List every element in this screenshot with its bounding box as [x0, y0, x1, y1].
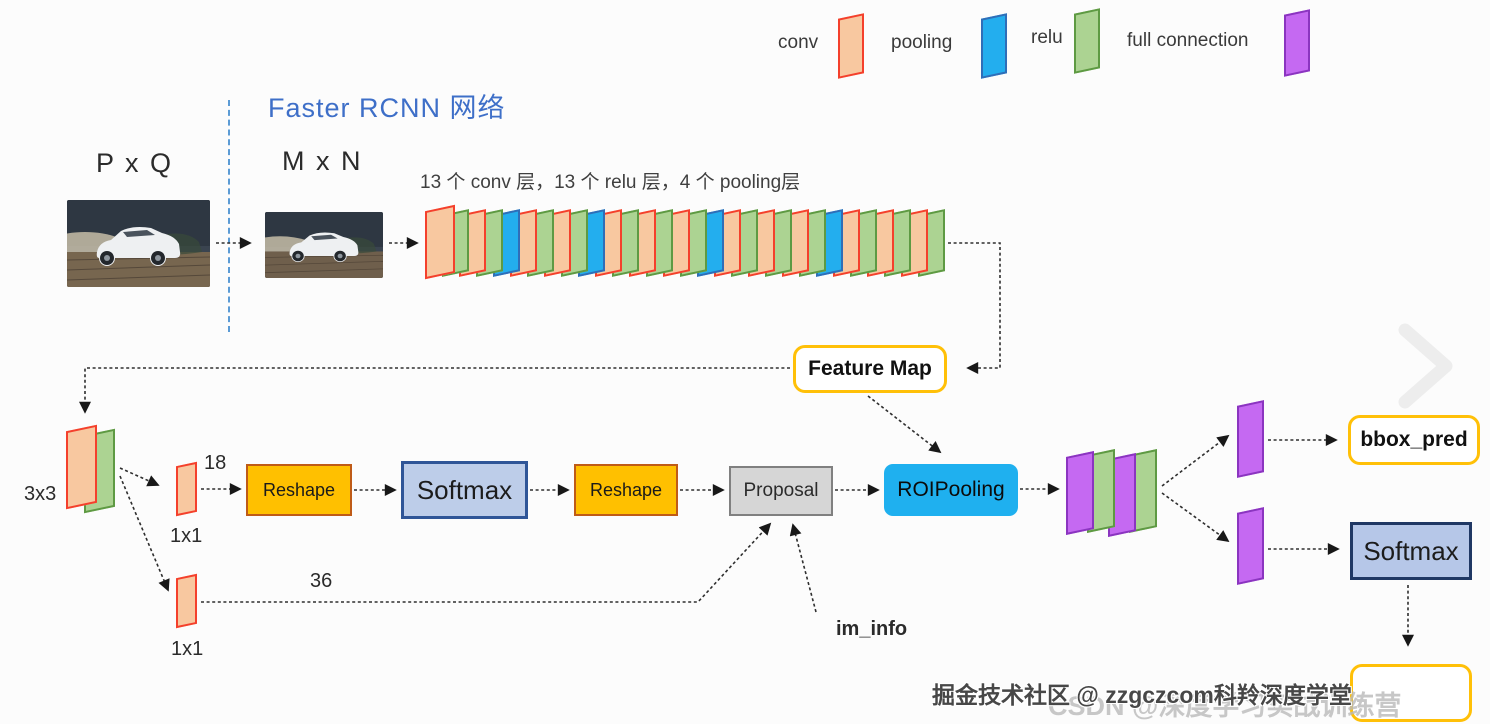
kernel-1x1-cls-label: 1x1 [170, 525, 203, 547]
legend-label-conv: conv [778, 32, 819, 53]
mn-size-label: M x N [282, 146, 363, 176]
rpn-conv-1x1-cls-layer [176, 461, 197, 517]
kernel-1x1-reg-label: 1x1 [171, 638, 204, 660]
input-image-car [67, 200, 210, 287]
legend-label-relu: relu [1031, 27, 1063, 48]
fc-cls-layer [1237, 507, 1264, 585]
section-divider [228, 100, 230, 332]
legend-swatch-conv-icon [838, 13, 864, 79]
bbox-pred-node: bbox_pred [1348, 415, 1480, 465]
rpn-conv-3x3-layer [66, 424, 97, 510]
legend-swatch-relu-icon [1074, 8, 1100, 74]
legend-swatch-full-connection-icon [1284, 9, 1310, 77]
reshape2-node: Reshape [574, 464, 678, 516]
fc-layer [1066, 451, 1094, 535]
softmax-cls-node: Softmax [1350, 522, 1472, 580]
pq-size-label: P x Q [96, 148, 174, 178]
cls-output-node [1350, 664, 1472, 722]
next-chevron-icon [1398, 323, 1453, 409]
diagram-title: Faster RCNN 网络 [268, 93, 506, 123]
resized-image-car [265, 212, 383, 278]
channels-18-label: 18 [204, 452, 227, 474]
kernel-3x3-label: 3x3 [24, 483, 57, 505]
reshape1-node: Reshape [246, 464, 352, 516]
backbone-caption: 13 个 conv 层，13 个 relu 层，4 个 pooling层 [420, 172, 801, 193]
legend-label-full-connection: full connection [1127, 30, 1249, 51]
fc-bbox-layer [1237, 400, 1264, 478]
feature-map-node: Feature Map [793, 345, 947, 393]
legend-swatch-pooling-icon [981, 13, 1007, 79]
rpn-conv-1x1-reg-layer [176, 573, 197, 629]
watermark-primary: 掘金技术社区 @ zzgczcom科羚深度学堂 [932, 682, 1352, 708]
layer-conv [425, 204, 455, 280]
im-info-label: im_info [836, 618, 908, 640]
softmax-rpn-node: Softmax [401, 461, 528, 519]
channels-36-label: 36 [310, 570, 333, 592]
roi-pooling-node: ROIPooling [884, 464, 1018, 516]
conv-stack [425, 204, 965, 280]
proposal-node: Proposal [729, 466, 833, 516]
watermark-secondary: CSDN @深度学习实战训练营 [1048, 691, 1402, 721]
legend-label-pooling: pooling [891, 32, 953, 53]
